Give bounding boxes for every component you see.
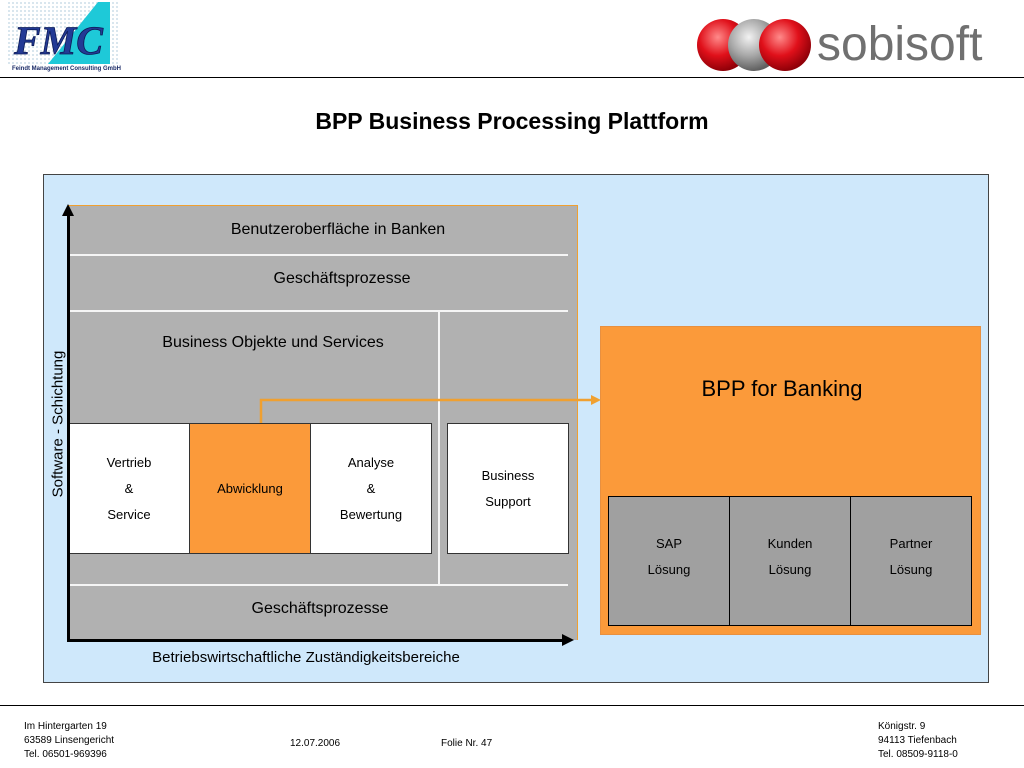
footer-line: Königstr. 9 [878, 721, 926, 732]
x-axis [67, 639, 563, 642]
footer-line: 94113 Tiefenbach [878, 735, 957, 746]
y-axis-arrow [62, 204, 74, 216]
solution-line: SAP [655, 536, 682, 551]
module-line: Support [485, 493, 531, 509]
module-analyse-bewertung: Analyse & Bewertung [310, 423, 432, 554]
footer-slide-number: Folie Nr. 47 [441, 738, 493, 749]
module-vertrieb-service: Vertrieb & Service [68, 423, 190, 554]
fmc-logo: FMC [8, 2, 120, 64]
layer-business-objects: Business Objekte und Services [162, 334, 384, 351]
footer-divider [0, 705, 1024, 706]
module-line: Vertrieb [106, 454, 152, 470]
module-line: Service [107, 506, 151, 522]
module-line: Abwicklung [217, 480, 283, 496]
module-abwicklung: Abwicklung [189, 423, 311, 554]
y-axis-label: Software - Schichtung [49, 350, 67, 498]
footer-line: Im Hintergarten 19 [24, 721, 107, 732]
footer-line: 63589 Linsengericht [24, 735, 115, 746]
sobisoft-logo: sobisoft [697, 18, 982, 71]
solution-line: Lösung [768, 562, 812, 577]
layer-ui: Benutzeroberfläche in Banken [230, 221, 446, 238]
x-axis-arrow [562, 634, 574, 646]
layer-processes-top: Geschäftsprozesse [273, 270, 411, 287]
module-line: & [366, 480, 376, 496]
module-business-support: Business Support [447, 423, 569, 554]
logo-red-ball [759, 19, 811, 71]
layer-processes-bottom: Geschäftsprozesse [251, 600, 389, 617]
layer-separator [68, 254, 568, 256]
module-line: Analyse [347, 454, 395, 470]
layer-separator [68, 310, 568, 312]
module-line: Business [481, 467, 535, 483]
footer-address-left: Im Hintergarten 19 63589 Linsengericht T… [24, 720, 114, 762]
page-title: BPP Business Processing Plattform [315, 108, 709, 134]
footer-address-right: Königstr. 9 94113 Tiefenbach Tel. 08509-… [878, 720, 958, 762]
solution-line: Partner [889, 536, 933, 551]
header-divider [0, 77, 1024, 78]
module-line: Bewertung [339, 506, 403, 522]
solutions-grid: SAP Lösung Kunden Lösung Partner Lösung [608, 496, 972, 626]
solution-partner: Partner Lösung [851, 497, 971, 625]
module-line: & [124, 480, 134, 496]
column-separator [438, 311, 440, 585]
footer-line: Tel. 06501-969396 [24, 749, 107, 760]
solution-line: Lösung [647, 562, 691, 577]
footer-line: Tel. 08509-9118-0 [878, 749, 958, 760]
solution-sap: SAP Lösung [609, 497, 730, 625]
fmc-logo-subtext: Feindt Management Consulting GmbH [12, 66, 121, 72]
fmc-logo-text: FMC [13, 18, 104, 63]
y-axis [67, 214, 70, 642]
sobisoft-logo-text: sobisoft [817, 18, 982, 71]
x-axis-label: Betriebswirtschaftliche Zuständigkeitsbe… [152, 649, 460, 666]
solution-line: Kunden [767, 536, 813, 551]
layer-separator [68, 584, 568, 586]
solution-line: Lösung [889, 562, 933, 577]
solution-kunden: Kunden Lösung [730, 497, 851, 625]
footer-date: 12.07.2006 [290, 738, 341, 749]
bpp-banking-title: BPP for Banking [701, 376, 863, 401]
